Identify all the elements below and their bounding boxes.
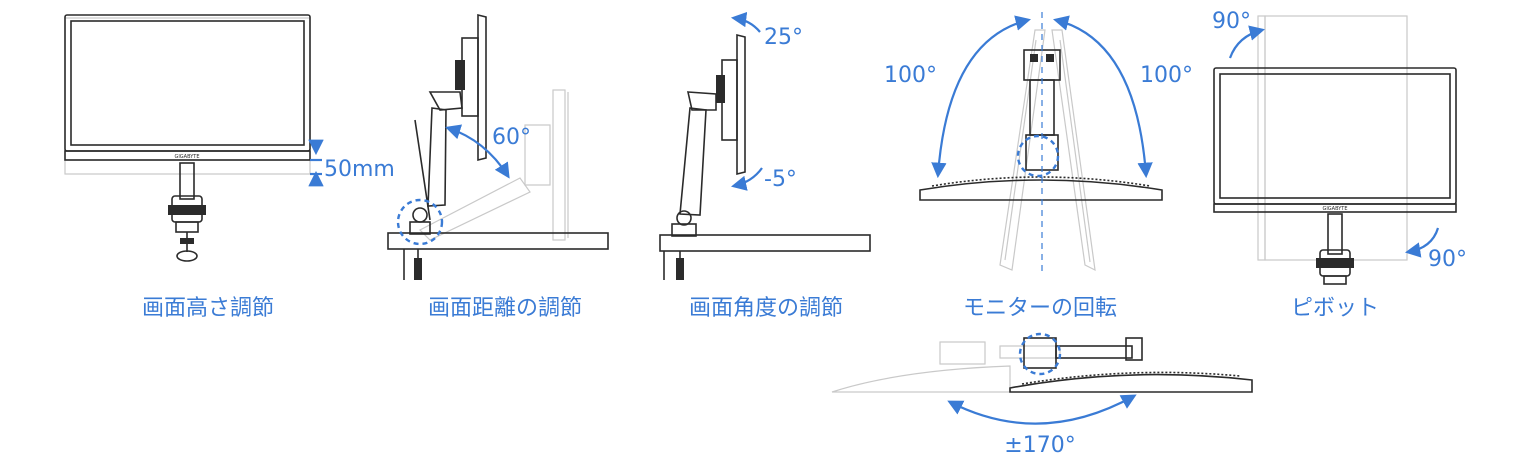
angle-label: 90° [1212, 9, 1251, 34]
monitor-ghost-rotated [831, 341, 1061, 393]
arm-top [1023, 337, 1143, 369]
swivel-right-arrow [1053, 15, 1153, 179]
monitor-side [716, 33, 746, 176]
pivot-down-arrow [1404, 227, 1440, 258]
panel-height: GIGABYTE 50mm 画面高さ調節 [64, 14, 395, 321]
height-arrow [308, 139, 324, 187]
desk-side [387, 232, 609, 250]
panel-distance: 60° 画面距離の調節 [387, 13, 609, 321]
angle-label: 60° [492, 125, 531, 150]
monitor-portrait-ghost [1257, 15, 1408, 261]
swivel-left-arrow [931, 15, 1031, 179]
monitor-top [919, 176, 1163, 201]
angle-label: 100° [1140, 63, 1193, 88]
angle-label: -5° [764, 167, 797, 192]
tilt-up-arrow [730, 11, 761, 33]
distance-arrow [445, 124, 510, 179]
angle-label: ±170° [1004, 433, 1075, 458]
pivot-highlight [1018, 332, 1062, 376]
arm-side [663, 91, 717, 280]
arm-side [403, 91, 463, 280]
pivot-highlight [396, 198, 444, 246]
monitor-front: GIGABYTE [64, 14, 311, 161]
monitor-ghost-swiveled [999, 29, 1096, 272]
angle-label: 90° [1428, 247, 1467, 272]
panel-pivot: GIGABYTE 90° 90° ピボット [1212, 9, 1467, 321]
tilt-down-arrow [730, 167, 763, 191]
panel-caption: 画面距離の調節 [428, 296, 582, 321]
panel-tilt: 25° -5° 画面角度の調節 [659, 11, 871, 321]
logo-text: GIGABYTE [174, 154, 199, 160]
angle-label: 50mm [324, 157, 395, 182]
pivot-up-arrow [1228, 25, 1265, 59]
panel-caption: 画面高さ調節 [142, 296, 274, 321]
angle-label: 25° [764, 25, 803, 50]
arm-stand [168, 162, 206, 262]
panel-swivel: 100° 100° モニターの回転 [884, 12, 1193, 321]
panel-caption: 画面角度の調節 [689, 296, 843, 321]
panel-caption: ピボット [1291, 296, 1379, 321]
monitor-top [1009, 371, 1253, 393]
panel-caption: モニターの回転 [963, 296, 1117, 321]
arm-ghost-extended [418, 89, 569, 241]
desk-side [659, 234, 871, 252]
monitor-landscape: GIGABYTE [1213, 67, 1457, 213]
rotate-arrow [947, 394, 1137, 425]
angle-label: 100° [884, 63, 937, 88]
arm-stand [1316, 213, 1354, 285]
panel-rotate: ±170° [831, 332, 1253, 458]
logo-text: GIGABYTE [1322, 206, 1347, 212]
